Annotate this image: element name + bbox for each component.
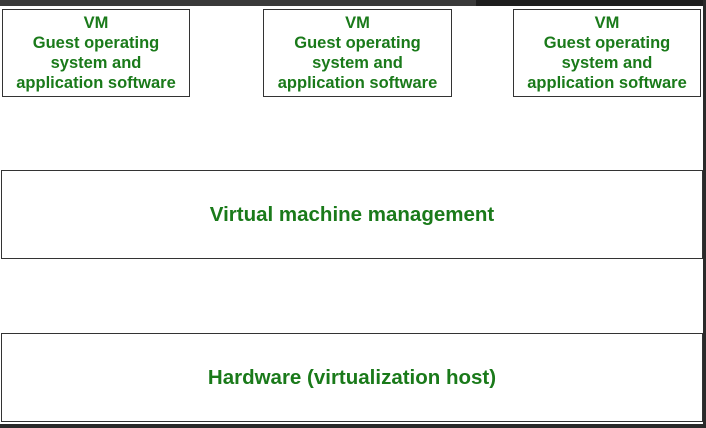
- vm-desc-line-1: Guest operating: [294, 34, 421, 52]
- vm-title: VM: [83, 14, 109, 32]
- vm-title: VM: [594, 14, 620, 32]
- window-top-bar-segment: [476, 0, 706, 6]
- vm-management-layer: Virtual machine management: [1, 170, 703, 259]
- vm-desc-line-2: system and: [561, 54, 653, 72]
- vm-box-3: VM Guest operating system and applicatio…: [513, 9, 701, 97]
- vm-desc-line-3: application software: [277, 74, 438, 92]
- vm-desc-line-1: Guest operating: [543, 34, 671, 52]
- vm-desc-line-2: system and: [312, 54, 403, 72]
- hardware-layer: Hardware (virtualization host): [1, 333, 703, 422]
- window-top-bar: [0, 0, 706, 6]
- vm-desc-line-1: Guest operating: [32, 34, 160, 52]
- vm-desc-line-3: application software: [16, 74, 176, 92]
- window-right-edge: [703, 0, 706, 428]
- window-bottom-edge: [0, 424, 706, 428]
- vm-box-2: VM Guest operating system and applicatio…: [263, 9, 452, 97]
- vm-desc-line-3: application software: [527, 74, 687, 92]
- vm-box-1: VM Guest operating system and applicatio…: [2, 9, 190, 97]
- vm-title: VM: [345, 14, 370, 32]
- vm-desc-line-2: system and: [50, 54, 142, 72]
- hardware-label: Hardware (virtualization host): [207, 365, 497, 389]
- vm-management-label: Virtual machine management: [209, 202, 495, 226]
